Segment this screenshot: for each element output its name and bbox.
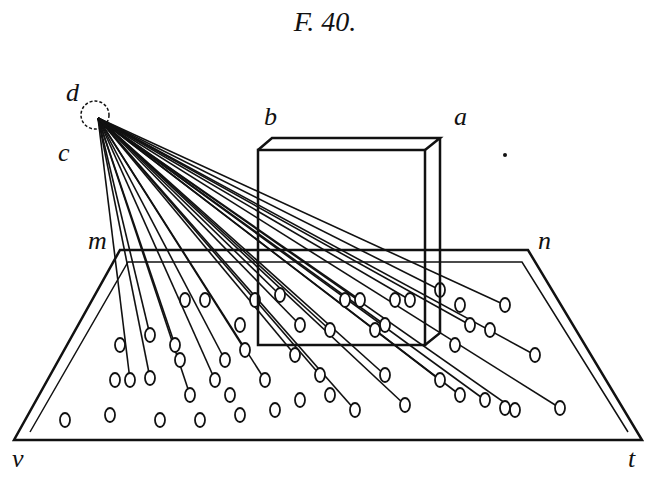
light-particle bbox=[380, 318, 390, 332]
point-label: a bbox=[454, 104, 467, 130]
light-particle bbox=[270, 403, 280, 417]
light-particle bbox=[175, 353, 185, 367]
light-particle bbox=[400, 398, 410, 412]
light-ray bbox=[98, 118, 280, 295]
light-particle bbox=[290, 348, 300, 362]
light-particle bbox=[180, 293, 190, 307]
light-particle bbox=[500, 401, 510, 415]
light-ray bbox=[98, 118, 215, 380]
light-ray bbox=[98, 118, 410, 300]
light-ray bbox=[98, 118, 505, 305]
point-label: c bbox=[58, 140, 70, 166]
light-particle bbox=[340, 293, 350, 307]
light-particle bbox=[485, 323, 495, 337]
light-ray bbox=[98, 118, 385, 375]
light-source bbox=[81, 101, 109, 129]
light-ray bbox=[98, 118, 440, 290]
light-particle bbox=[295, 318, 305, 332]
light-particle bbox=[200, 293, 210, 307]
light-particle bbox=[325, 323, 335, 337]
ray-group bbox=[98, 118, 560, 410]
light-particle bbox=[325, 388, 335, 402]
light-particle bbox=[155, 413, 165, 427]
light-particle bbox=[170, 338, 180, 352]
light-particle bbox=[260, 373, 270, 387]
light-particle bbox=[145, 328, 155, 342]
particle-group bbox=[60, 283, 565, 427]
light-ray bbox=[98, 118, 355, 410]
light-particle bbox=[380, 368, 390, 382]
light-particle bbox=[435, 373, 445, 387]
light-particle bbox=[455, 388, 465, 402]
light-ray bbox=[98, 118, 295, 355]
light-ray bbox=[98, 118, 560, 408]
block-top bbox=[258, 138, 440, 150]
light-particle bbox=[530, 348, 540, 362]
point-label: m bbox=[88, 228, 107, 254]
light-particle bbox=[355, 293, 365, 307]
point-label: d bbox=[66, 80, 79, 106]
light-particle bbox=[405, 293, 415, 307]
light-particle bbox=[390, 293, 400, 307]
light-particle bbox=[115, 338, 125, 352]
point-label: v bbox=[12, 446, 24, 472]
block-front bbox=[258, 150, 425, 345]
light-ray bbox=[98, 118, 360, 300]
light-particle bbox=[185, 388, 195, 402]
light-particle bbox=[455, 298, 465, 312]
light-particle bbox=[295, 393, 305, 407]
light-particle bbox=[500, 298, 510, 312]
light-particle bbox=[210, 373, 220, 387]
light-particle bbox=[315, 368, 325, 382]
light-particle bbox=[235, 318, 245, 332]
block-side bbox=[425, 138, 440, 345]
figure-title: F. 40. bbox=[294, 8, 357, 36]
light-particle bbox=[480, 393, 490, 407]
light-particle bbox=[510, 403, 520, 417]
point-label: b bbox=[264, 104, 277, 130]
light-particle bbox=[240, 343, 250, 357]
point-label: t bbox=[628, 446, 635, 472]
light-particle bbox=[370, 323, 380, 337]
light-particle bbox=[450, 338, 460, 352]
light-ray bbox=[98, 118, 535, 355]
block bbox=[258, 138, 440, 345]
light-particle bbox=[275, 288, 285, 302]
light-ray bbox=[98, 118, 460, 395]
light-particle bbox=[145, 371, 155, 385]
light-particle bbox=[110, 373, 120, 387]
light-particle bbox=[555, 401, 565, 415]
dot bbox=[503, 153, 507, 157]
light-particle bbox=[350, 403, 360, 417]
light-ray bbox=[98, 118, 485, 400]
light-particle bbox=[225, 388, 235, 402]
light-particle bbox=[195, 413, 205, 427]
light-ray bbox=[98, 118, 515, 410]
light-ray bbox=[98, 118, 265, 380]
light-ray bbox=[98, 118, 405, 405]
light-particle bbox=[125, 373, 135, 387]
plane-rim bbox=[30, 262, 628, 432]
light-particle bbox=[60, 413, 70, 427]
point-label: n bbox=[538, 228, 551, 254]
light-particle bbox=[105, 408, 115, 422]
light-particle bbox=[465, 318, 475, 332]
light-particle bbox=[220, 353, 230, 367]
light-particle bbox=[235, 408, 245, 422]
